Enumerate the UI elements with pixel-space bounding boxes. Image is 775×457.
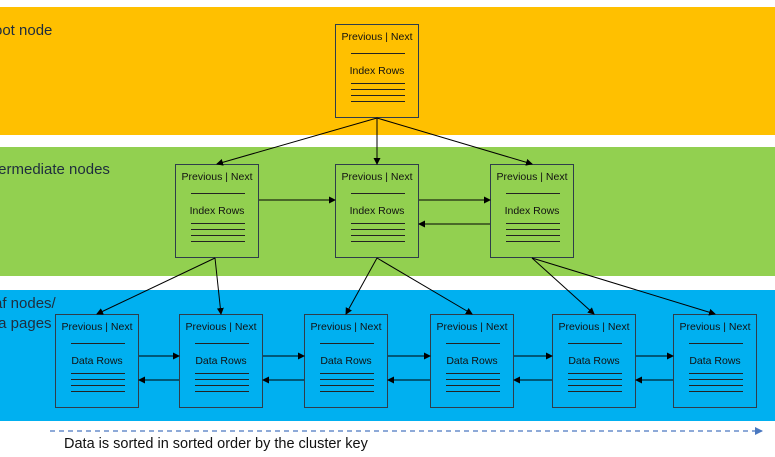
arrow-root-to-int3 (376, 117, 533, 166)
node-title: Data Rows (446, 355, 498, 367)
row-line (351, 95, 405, 96)
row-line (689, 391, 743, 392)
arrow-root-to-int1 (216, 117, 378, 166)
row-line (191, 241, 245, 242)
sort-order-caption: Data is sorted in sorted order by the cl… (64, 436, 368, 452)
leaf-node-5: Previous | Next Data Rows (552, 314, 636, 408)
row-line (351, 83, 405, 84)
row-line (320, 343, 374, 344)
row-line (195, 391, 249, 392)
intermediate-band: termediate nodes (0, 147, 775, 276)
node-header: Previous | Next (310, 321, 382, 333)
row-line (191, 235, 245, 236)
row-line (446, 379, 500, 380)
root-band: oot node (0, 7, 775, 135)
row-line (351, 101, 405, 102)
node-title: Data Rows (71, 355, 123, 367)
row-line (568, 343, 622, 344)
row-line (351, 193, 405, 194)
row-line (195, 379, 249, 380)
row-line (689, 385, 743, 386)
row-line (351, 241, 405, 242)
node-header: Previous | Next (185, 321, 257, 333)
leaf-node-2: Previous | Next Data Rows (179, 314, 263, 408)
row-line (689, 379, 743, 380)
row-line (446, 373, 500, 374)
row-line (568, 379, 622, 380)
row-line (351, 235, 405, 236)
node-title: Index Rows (504, 205, 560, 217)
row-line (320, 391, 374, 392)
node-title: Data Rows (195, 355, 247, 367)
row-line (689, 373, 743, 374)
leaf-band-label: af nodes/ ta pages (0, 295, 56, 332)
row-line (351, 223, 405, 224)
row-line (195, 373, 249, 374)
row-line (351, 229, 405, 230)
node-title: Index Rows (349, 65, 405, 77)
row-line (320, 379, 374, 380)
row-line (689, 343, 743, 344)
row-line (568, 391, 622, 392)
node-header: Previous | Next (558, 321, 630, 333)
row-line (195, 385, 249, 386)
arrow-int2-to-leaf4 (376, 257, 473, 315)
arrow-int2-to-leaf3 (345, 257, 378, 315)
row-line (506, 229, 560, 230)
row-line (71, 391, 125, 392)
arrow-int3-to-leaf5 (531, 257, 595, 315)
node-title: Data Rows (568, 355, 620, 367)
row-line (446, 391, 500, 392)
row-line (506, 193, 560, 194)
row-line (351, 89, 405, 90)
node-header: Previous | Next (436, 321, 508, 333)
row-line (351, 53, 405, 54)
node-header: Previous | Next (496, 171, 568, 183)
arrow-int1-to-leaf2 (214, 257, 224, 315)
row-line (71, 379, 125, 380)
row-line (446, 385, 500, 386)
row-line (191, 229, 245, 230)
row-line (506, 223, 560, 224)
row-line (71, 343, 125, 344)
node-title: Index Rows (349, 205, 405, 217)
node-title: Data Rows (320, 355, 372, 367)
node-header: Previous | Next (679, 321, 751, 333)
node-title: Index Rows (189, 205, 245, 217)
node-header: Previous | Next (61, 321, 133, 333)
intermediate-band-label: termediate nodes (0, 161, 110, 178)
row-line (568, 373, 622, 374)
arrow-int3-to-leaf6 (531, 257, 716, 316)
row-line (320, 373, 374, 374)
row-line (191, 193, 245, 194)
leaf-node-3: Previous | Next Data Rows (304, 314, 388, 408)
node-title: Data Rows (689, 355, 741, 367)
row-line (320, 385, 374, 386)
arrow-int1-to-leaf1 (96, 257, 216, 315)
row-line (71, 385, 125, 386)
row-line (568, 385, 622, 386)
row-line (71, 373, 125, 374)
row-line (506, 235, 560, 236)
node-header: Previous | Next (181, 171, 253, 183)
node-header: Previous | Next (341, 31, 413, 43)
node-header: Previous | Next (341, 171, 413, 183)
row-line (195, 343, 249, 344)
row-line (446, 343, 500, 344)
root-node: Previous | Next Index Rows (335, 24, 419, 118)
row-line (191, 223, 245, 224)
root-band-label: oot node (0, 22, 53, 39)
row-line (506, 241, 560, 242)
